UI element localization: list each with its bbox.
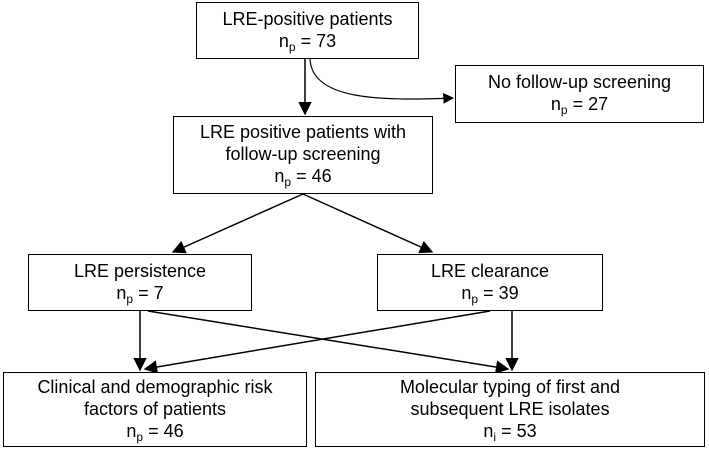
node-molecular-typing: Molecular typing of first and subsequent… xyxy=(315,372,705,447)
node-title-line1: Molecular typing of first and xyxy=(399,376,621,397)
node-title-line2: follow-up screening xyxy=(225,144,381,164)
count-label: n xyxy=(278,30,289,51)
arrow-persistence-to-molecular xyxy=(147,310,510,374)
node-count: ni = 53 xyxy=(483,420,536,444)
node-count: np = 46 xyxy=(126,420,183,444)
count-label: n xyxy=(461,282,472,303)
count-value: = 53 xyxy=(501,420,537,441)
count-value: = 73 xyxy=(300,30,337,51)
count-value: = 46 xyxy=(148,420,184,441)
count-subscript: p xyxy=(126,291,134,306)
count-subscript: p xyxy=(284,175,292,189)
count-label: n xyxy=(483,420,494,441)
arrow-clearance-to-risk xyxy=(143,310,491,374)
arrow-positive-to-no-followup xyxy=(309,58,455,104)
node-count: np = 39 xyxy=(461,282,518,306)
count-label: n xyxy=(116,282,127,303)
count-value: = 39 xyxy=(483,282,519,303)
count-subscript: p xyxy=(288,39,296,54)
node-count: np = 27 xyxy=(551,93,608,117)
count-label: n xyxy=(126,420,137,441)
arrow-followup-to-clearance xyxy=(302,193,434,254)
node-title: LRE-positive patients xyxy=(222,8,393,29)
count-value: = 27 xyxy=(572,94,609,114)
count-subscript: p xyxy=(136,429,144,444)
count-label: n xyxy=(274,166,285,186)
node-count: np = 73 xyxy=(279,30,336,54)
count-value: = 46 xyxy=(296,166,332,186)
node-positive-with-follow-up: LRE positive patients with follow-up scr… xyxy=(173,116,433,194)
node-title: LRE clearance xyxy=(430,260,550,281)
node-no-follow-up-screening: No follow-up screening np = 27 xyxy=(455,65,704,123)
node-lre-clearance: LRE clearance np = 39 xyxy=(377,254,603,311)
node-title: LRE persistence xyxy=(73,260,207,281)
count-subscript: p xyxy=(560,103,568,117)
node-lre-persistence: LRE persistence np = 7 xyxy=(28,254,252,311)
count-subscript: p xyxy=(471,291,479,306)
arrow-followup-to-persistence xyxy=(171,193,304,254)
count-subscript: i xyxy=(493,429,497,444)
node-count: np = 46 xyxy=(274,165,331,189)
count-label: n xyxy=(550,94,561,114)
count-value: = 7 xyxy=(138,282,164,303)
node-count: np = 7 xyxy=(116,282,163,306)
node-title-line1: LRE positive patients with xyxy=(199,122,407,142)
node-title-line2: subsequent LRE isolates xyxy=(410,398,610,419)
node-title: No follow-up screening xyxy=(487,72,672,92)
node-title-line1: Clinical and demographic risk xyxy=(37,376,273,397)
node-clinical-risk-factors: Clinical and demographic risk factors of… xyxy=(3,372,307,447)
node-lre-positive-patients: LRE-positive patients np = 73 xyxy=(196,2,419,59)
node-title-line2: factors of patients xyxy=(83,398,227,419)
